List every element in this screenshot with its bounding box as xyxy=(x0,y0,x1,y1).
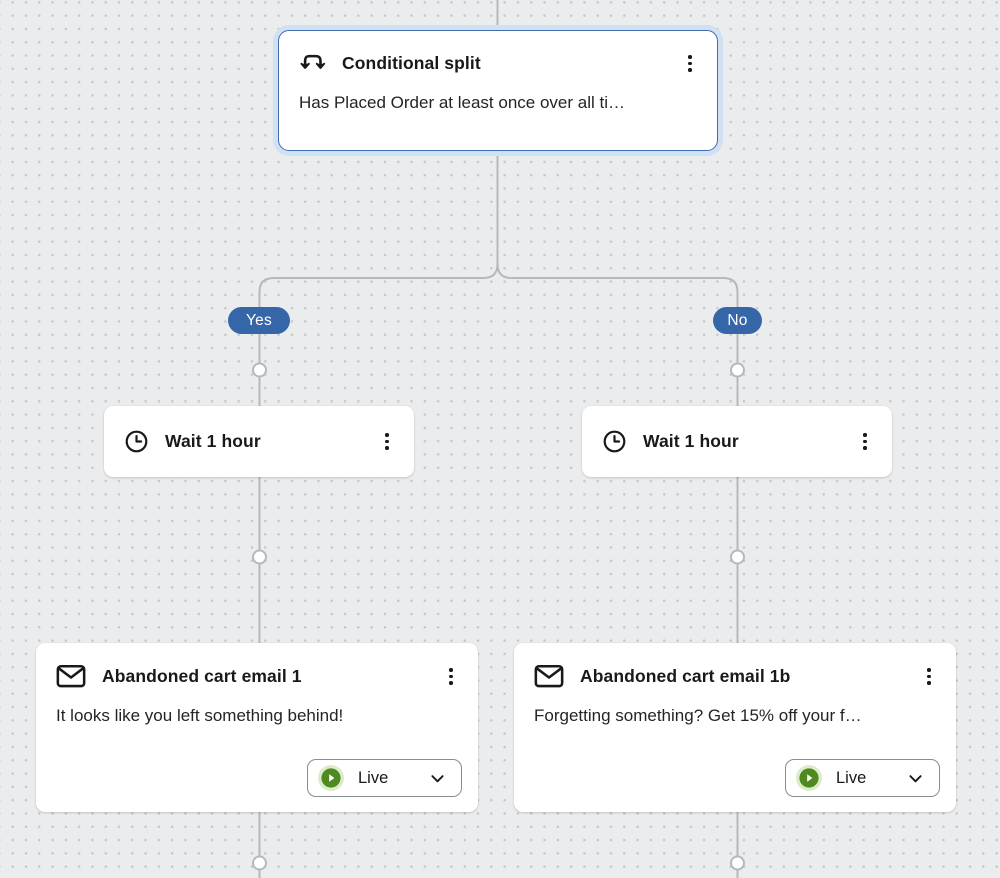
kebab-menu-icon[interactable] xyxy=(683,49,697,78)
node-title: Wait 1 hour xyxy=(643,431,739,451)
add-step-port[interactable] xyxy=(252,855,267,871)
add-step-port[interactable] xyxy=(252,549,267,565)
wait-node-right[interactable]: Wait 1 hour xyxy=(582,406,892,477)
clock-icon xyxy=(602,429,627,454)
node-title: Conditional split xyxy=(342,52,481,73)
node-title: Abandoned cart email 1b xyxy=(580,665,791,686)
live-play-icon xyxy=(317,764,345,792)
live-play-icon xyxy=(795,764,823,792)
clock-icon xyxy=(124,429,149,454)
status-label: Live xyxy=(836,768,867,787)
add-step-port[interactable] xyxy=(730,362,745,378)
status-label: Live xyxy=(358,768,389,787)
kebab-menu-icon[interactable] xyxy=(858,427,872,456)
conditional-split-node[interactable]: Conditional split Has Placed Order at le… xyxy=(278,30,718,151)
status-dropdown[interactable]: Live xyxy=(785,759,940,797)
wire-branch-no xyxy=(496,263,739,310)
node-subtitle: Has Placed Order at least once over all … xyxy=(299,92,625,112)
chevron-down-icon xyxy=(906,769,925,788)
kebab-menu-icon[interactable] xyxy=(444,662,458,691)
add-step-port[interactable] xyxy=(730,549,745,565)
node-subtitle: Forgetting something? Get 15% off your f… xyxy=(534,705,862,725)
email-node-left[interactable]: Abandoned cart email 1 It looks like you… xyxy=(36,643,478,812)
chevron-down-icon xyxy=(428,769,447,788)
envelope-icon xyxy=(534,664,564,689)
envelope-icon xyxy=(56,664,86,689)
branch-badge-no: No xyxy=(713,307,762,334)
add-step-port[interactable] xyxy=(730,855,745,871)
wire-branch-yes xyxy=(258,263,499,310)
kebab-menu-icon[interactable] xyxy=(922,662,936,691)
add-step-port[interactable] xyxy=(252,362,267,378)
node-title: Wait 1 hour xyxy=(165,431,261,451)
node-subtitle: It looks like you left something behind! xyxy=(56,705,344,725)
conditional-split-icon xyxy=(299,50,326,77)
branch-badge-yes: Yes xyxy=(228,307,290,334)
status-dropdown[interactable]: Live xyxy=(307,759,462,797)
kebab-menu-icon[interactable] xyxy=(380,427,394,456)
node-title: Abandoned cart email 1 xyxy=(102,665,302,686)
email-node-right[interactable]: Abandoned cart email 1b Forgetting somet… xyxy=(514,643,956,812)
wait-node-left[interactable]: Wait 1 hour xyxy=(104,406,414,477)
